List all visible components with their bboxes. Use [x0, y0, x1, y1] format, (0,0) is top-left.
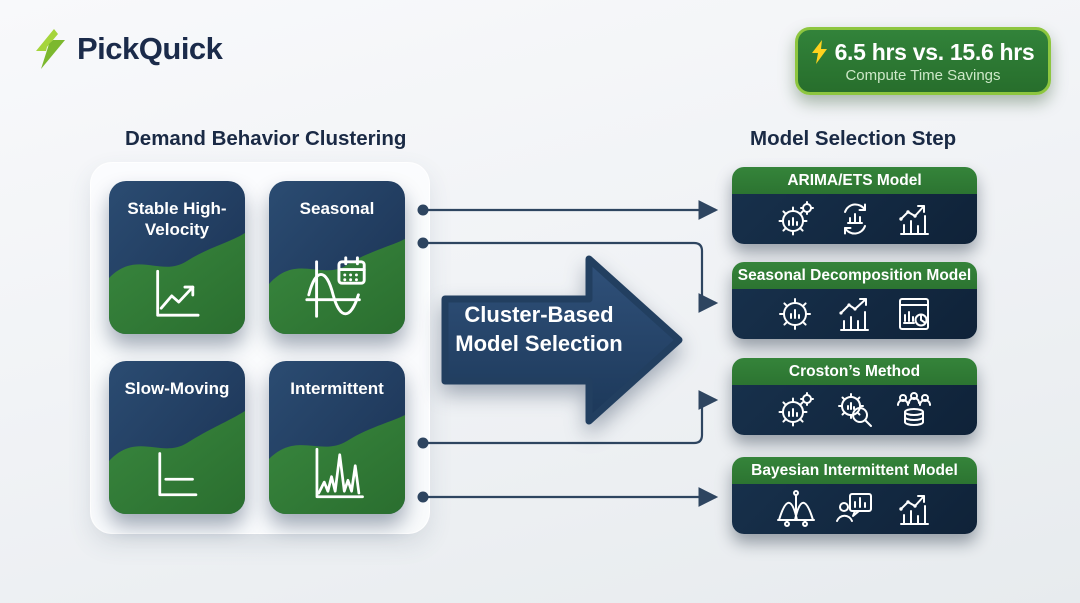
cluster-selection-arrow — [441, 255, 683, 425]
sine-wave-calendar-icon — [305, 256, 366, 318]
model-card-title: Seasonal Decomposition Model — [732, 262, 977, 289]
lightning-bolt-icon — [36, 29, 65, 69]
analyst-presentation-icon — [835, 493, 872, 522]
cycle-chart-icon — [843, 203, 866, 235]
team-database-icon — [896, 392, 931, 426]
cluster-card-stable-high-velocity: Stable High-Velocity — [109, 181, 245, 334]
trend-up-chart-icon — [156, 269, 200, 317]
left-panel-title: Demand Behavior Clustering — [125, 127, 407, 150]
model-card-crostons-method: Croston’s Method — [732, 358, 977, 435]
compute-savings-stat: 6.5 hrs vs. 15.6 hrs — [834, 38, 1035, 65]
cluster-card-label: Seasonal — [299, 199, 375, 218]
compute-savings-caption: Compute Time Savings — [845, 66, 1001, 84]
cluster-card-seasonal: Seasonal — [269, 181, 405, 334]
card-background — [109, 181, 245, 334]
growth-bars-icon — [898, 205, 929, 235]
model-card-bayesian-intermittent: Bayesian Intermittent Model — [732, 457, 977, 534]
cluster-card-intermittent: Intermittent — [269, 361, 405, 514]
distribution-network-icon — [776, 490, 815, 527]
card-background — [109, 361, 245, 514]
gear-magnifier-icon — [837, 393, 872, 427]
right-panel-title: Model Selection Step — [750, 127, 957, 150]
lightning-bolt-icon — [811, 40, 827, 64]
cluster-card-slow-moving: Slow-Moving — [109, 361, 245, 514]
cluster-card-label: Intermittent — [290, 379, 384, 398]
model-card-arima-ets: ARIMA/ETS Model — [732, 167, 977, 244]
model-card-title: Bayesian Intermittent Model — [732, 457, 977, 484]
cluster-card-label: Slow-Moving — [124, 379, 230, 398]
model-card-title: ARIMA/ETS Model — [732, 167, 977, 194]
growth-bars-icon — [898, 495, 929, 525]
trend-bars-icon — [838, 298, 869, 331]
brand-name: PickQuick — [77, 31, 223, 66]
flat-line-chart-icon — [158, 452, 198, 497]
model-card-title: Croston’s Method — [732, 358, 977, 385]
gear-analytics-icon — [778, 392, 814, 427]
card-background — [269, 361, 405, 514]
arrow-label-line1: Cluster-Based — [464, 302, 614, 327]
compute-savings-badge: 6.5 hrs vs. 15.6 hrs Compute Time Saving… — [795, 27, 1051, 95]
gear-analytics-icon — [778, 298, 811, 330]
gear-analytics-icon — [778, 201, 814, 236]
arrow-label: Cluster-Based Model Selection — [441, 301, 637, 358]
brand-logo: PickQuick — [34, 28, 223, 70]
report-pie-icon — [898, 298, 929, 330]
model-card-seasonal-decomposition: Seasonal Decomposition Model — [732, 262, 977, 339]
arrow-label-line2: Model Selection — [455, 330, 623, 356]
cluster-card-label: Stable High-Velocity — [127, 199, 227, 240]
demand-cluster-panel: Stable High-Velocity Seasonal — [90, 162, 430, 534]
spiky-demand-chart-icon — [315, 447, 364, 499]
